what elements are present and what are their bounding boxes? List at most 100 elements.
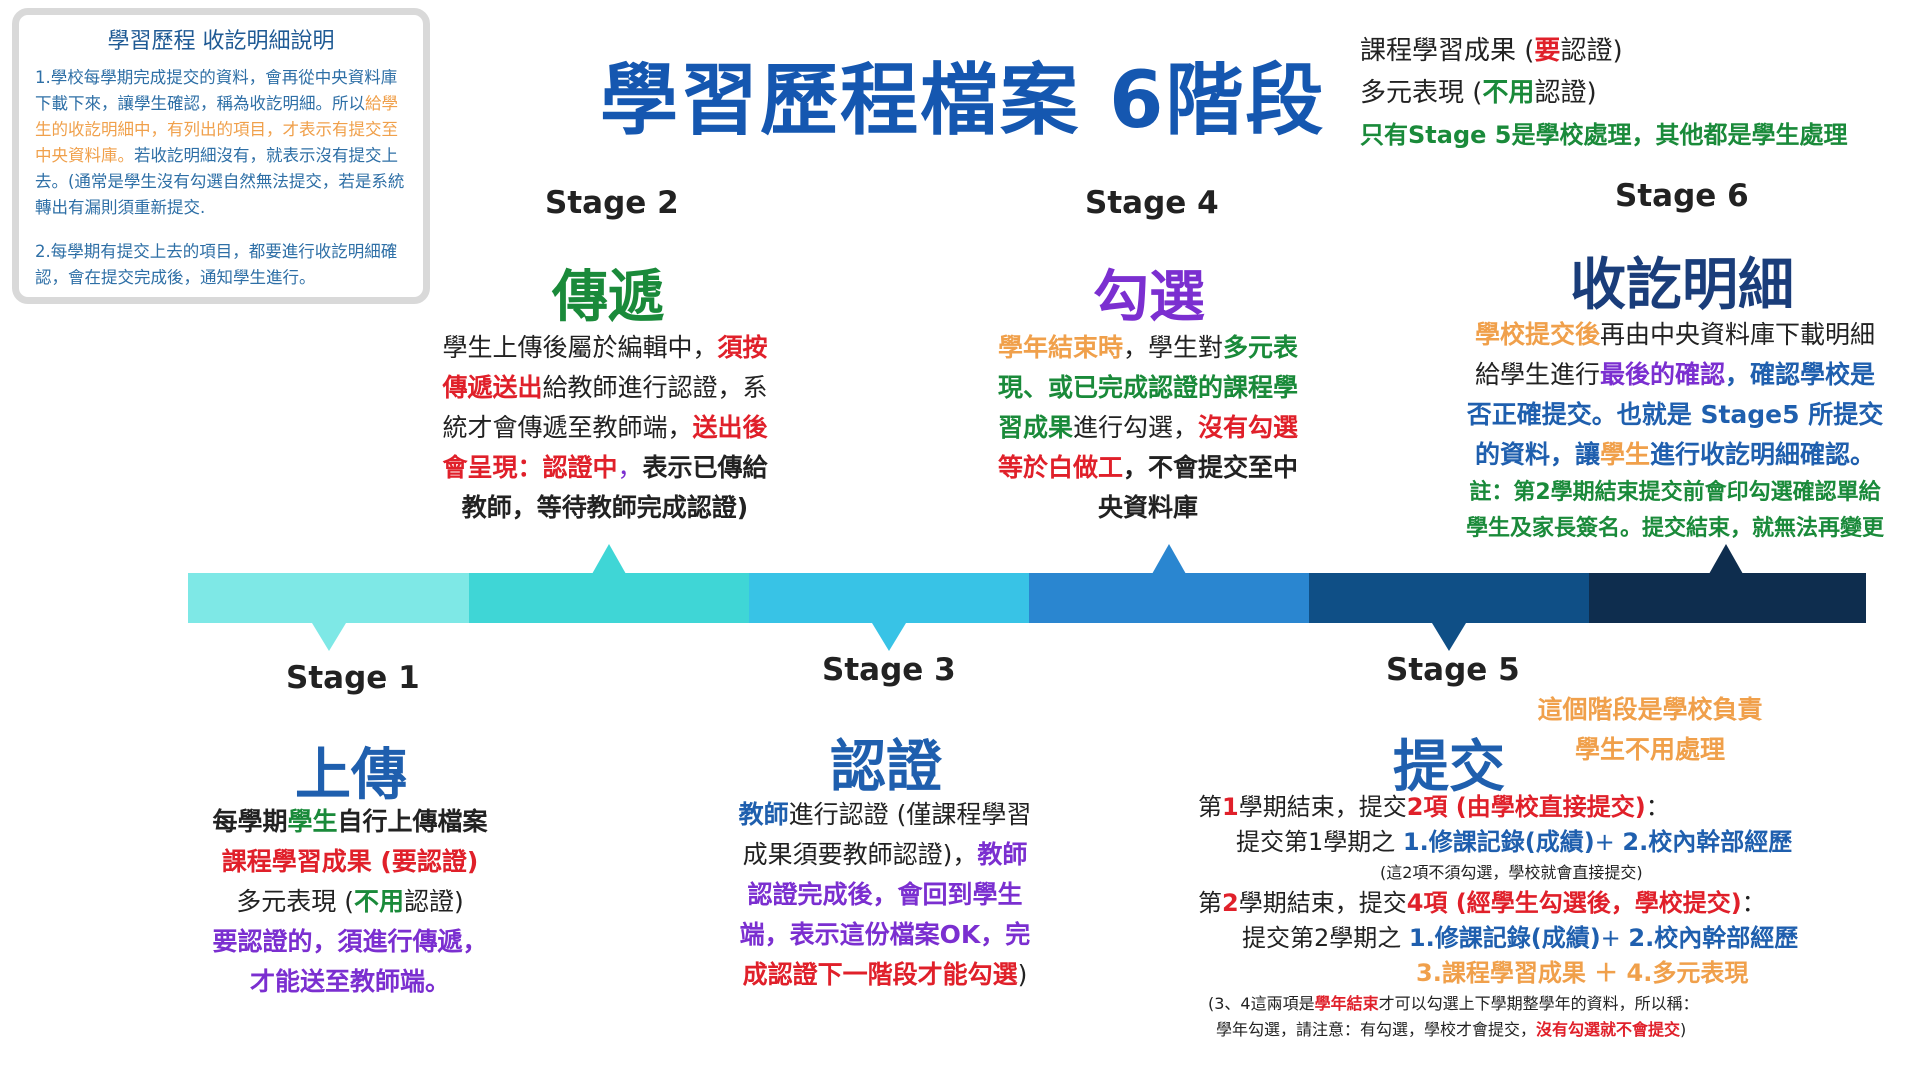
stage4-label: Stage 4	[1085, 185, 1219, 221]
s3-d5-b: )	[1017, 960, 1028, 989]
stage3-label: Stage 3	[822, 652, 956, 688]
s2-d1-a: 學生上傳後屬於編輯中，	[442, 333, 718, 362]
legend-line-1: 課程學習成果 (要認證)	[1360, 30, 1847, 72]
s4-d2: 現、或已完成認證的課程學	[997, 373, 1298, 402]
legend-l1-b: 要	[1534, 36, 1561, 66]
stage2-pointer	[592, 544, 626, 574]
s3-d4: 端，表示這份檔案OK，完	[739, 920, 1031, 949]
stage1-pointer	[312, 623, 346, 651]
s4-d4-a: 等於白做工	[997, 453, 1123, 482]
info-box-title: 學習歷程 收訖明細說明	[107, 29, 335, 54]
s5-r1-d: 2項 (由學校直接提交)	[1406, 793, 1646, 821]
s3-d2-b: 教師	[977, 840, 1028, 869]
s3-d1-a: 教師	[738, 800, 789, 829]
s5-r7-c: 才可以勾選上下學期整學年的資料，所以稱：	[1378, 994, 1699, 1013]
legend: 課程學習成果 (要認證) 多元表現 (不用認證) 只有Stage 5是學校處理，…	[1360, 30, 1847, 156]
s2-d4-a: 會呈現：認證中	[442, 453, 618, 482]
s5-r8-c: )	[1680, 1020, 1687, 1039]
timeline-segment-2	[469, 573, 749, 623]
s5-r4-c: 學期結束，提交	[1238, 889, 1407, 917]
s5-r5-c: +	[1600, 924, 1629, 952]
stage4-title: 勾選	[1093, 265, 1205, 330]
stage3-description: 教師進行認證 (僅課程學習 成果須要教師認證)，教師 認證完成後，會回到學生 端…	[700, 795, 1070, 995]
s6-d2-b: 最後的確認	[1599, 360, 1725, 389]
s6-d4-b: 學生	[1599, 440, 1650, 469]
main-title: 學習歷程檔案 6階段	[600, 56, 1326, 146]
s2-d3-b: 送出後	[692, 413, 768, 442]
stage6-title: 收訖明細	[1570, 253, 1794, 318]
s5-r7-a: (3、4這兩項是	[1208, 994, 1315, 1013]
s5-r5-b: 1.修課記錄(成績)	[1408, 924, 1601, 952]
s4-d4-b: ，不會提交至中	[1123, 453, 1299, 482]
s4-d3-a: 習成果	[997, 413, 1073, 442]
stage5-pointer	[1432, 623, 1466, 651]
s5-r1-e: ：	[1645, 793, 1670, 821]
stage3-title: 認證	[830, 735, 942, 800]
s2-d5: 教師，等待教師完成認證)	[461, 493, 749, 522]
legend-l2-a: 多元表現 (	[1360, 78, 1483, 108]
stage5-label: Stage 5	[1386, 652, 1520, 688]
s2-d4-c: 表示已傳給	[642, 453, 768, 482]
stage3-pointer	[872, 623, 906, 651]
s5-r4-d: 4項 (經學生勾選後，學校提交)	[1406, 889, 1742, 917]
timeline-segment-5	[1309, 573, 1589, 623]
s4-d1-c: 多元表	[1223, 333, 1299, 362]
s5-r8-a: 學年勾選，請注意：有勾選，學校才會提交，	[1216, 1020, 1537, 1039]
info-p1-b: 給學生的收訖明細中，有列出的項目，才表示有提交至中央資料庫。	[35, 94, 398, 165]
info-p1-a: 1.學校每學期完成提交的資料，會再從中央資料庫下載下來，讓學生確認，稱為收訖明細…	[35, 68, 398, 113]
legend-l2-c: 認證)	[1534, 78, 1597, 108]
stage1-label: Stage 1	[286, 660, 420, 696]
s3-d3: 認證完成後，會回到學生	[747, 880, 1023, 909]
s1-d1-b: 學生	[287, 807, 338, 836]
s3-d2-a: 成果須要教師認證)，	[742, 840, 978, 869]
s6-d4-a: 的資料，讓	[1474, 440, 1600, 469]
s6-d2-c: ，確認學校是	[1725, 360, 1876, 389]
s5-note1: 這個階段是學校負責	[1537, 695, 1763, 724]
legend-l2-b: 不用	[1482, 78, 1535, 108]
s2-d2-b: 給教師進行認證，系	[542, 373, 768, 402]
s1-d3-c: 認證)	[403, 887, 464, 916]
s4-d3-c: 沒有勾選	[1198, 413, 1299, 442]
s5-r2-b: 1.修課記錄(成績)	[1402, 828, 1595, 856]
stage2-label: Stage 2	[545, 185, 679, 221]
s5-r5-d: 2.校內幹部經歷	[1628, 924, 1799, 952]
s6-d6: 學生及家長簽名。提交結束，就無法再變更	[1465, 516, 1884, 541]
s1-d3-a: 多元表現 (	[236, 887, 354, 916]
s2-d3-a: 統才會傳遞至教師端，	[442, 413, 693, 442]
s2-d2-a: 傳遞送出	[442, 373, 543, 402]
s1-d1-c: 自行上傳檔案	[337, 807, 488, 836]
stage2-title: 傳遞	[552, 265, 664, 330]
s5-r2-c: +	[1594, 828, 1623, 856]
s1-d2: 課程學習成果 (要認證)	[221, 847, 479, 876]
stage5-note: 這個階段是學校負責 學生不用處理	[1515, 690, 1785, 770]
s6-d3: 否正確提交。也就是 Stage5 所提交	[1466, 400, 1884, 429]
stage1-title: 上傳	[295, 743, 407, 808]
s6-d5: 註：第2學期結束提交前會印勾選確認單給	[1469, 480, 1881, 505]
s5-r1-a: 第	[1198, 793, 1222, 821]
stage6-pointer	[1709, 544, 1743, 574]
s5-r4-b: 2	[1222, 889, 1239, 917]
s5-r2-a: 提交第1學期之	[1236, 828, 1403, 856]
s6-d1-b: 再由中央資料庫下載明細	[1600, 320, 1876, 349]
s5-r1-c: 學期結束，提交	[1238, 793, 1407, 821]
s4-d5: 央資料庫	[1097, 493, 1198, 522]
stage5-description: 第1學期結束，提交2項 (由學校直接提交)： 提交第1學期之 1.修課記錄(成績…	[1180, 790, 1820, 1043]
s1-d4: 要認證的，須進行傳遞，	[212, 927, 488, 956]
s6-d1-a: 學校提交後	[1474, 320, 1600, 349]
stage2-description: 學生上傳後屬於編輯中，須按 傳遞送出給教師進行認證，系 統才會傳遞至教師端，送出…	[410, 328, 800, 528]
s2-d4-b: ，	[617, 453, 643, 482]
timeline-segment-6	[1589, 573, 1866, 623]
info-box: 學習歷程 收訖明細說明 1.學校每學期完成提交的資料，會再從中央資料庫下載下來，…	[12, 8, 430, 304]
s5-r2-d: 2.校內幹部經歷	[1622, 828, 1793, 856]
timeline-segment-4	[1029, 573, 1309, 623]
info-p1-c: 若收訖明細沒有，就表示沒有提交上去。(通常是學生沒有勾選自然無法提交，若是系統轉…	[35, 146, 405, 217]
s4-d3-b: 進行勾選，	[1072, 413, 1198, 442]
stage5-title: 提交	[1393, 735, 1505, 800]
s5-r7-b: 學年結束	[1314, 994, 1379, 1013]
timeline-segment-3	[749, 573, 1029, 623]
stage4-pointer	[1152, 544, 1186, 574]
s1-d3-b: 不用	[353, 887, 404, 916]
s5-r5-a: 提交第2學期之	[1242, 924, 1409, 952]
stage4-description: 學年結束時，學生對多元表 現、或已完成認證的課程學 習成果進行勾選，沒有勾選 等…	[968, 328, 1328, 528]
s3-d5-a: 成認證下一階段才能勾選	[742, 960, 1018, 989]
